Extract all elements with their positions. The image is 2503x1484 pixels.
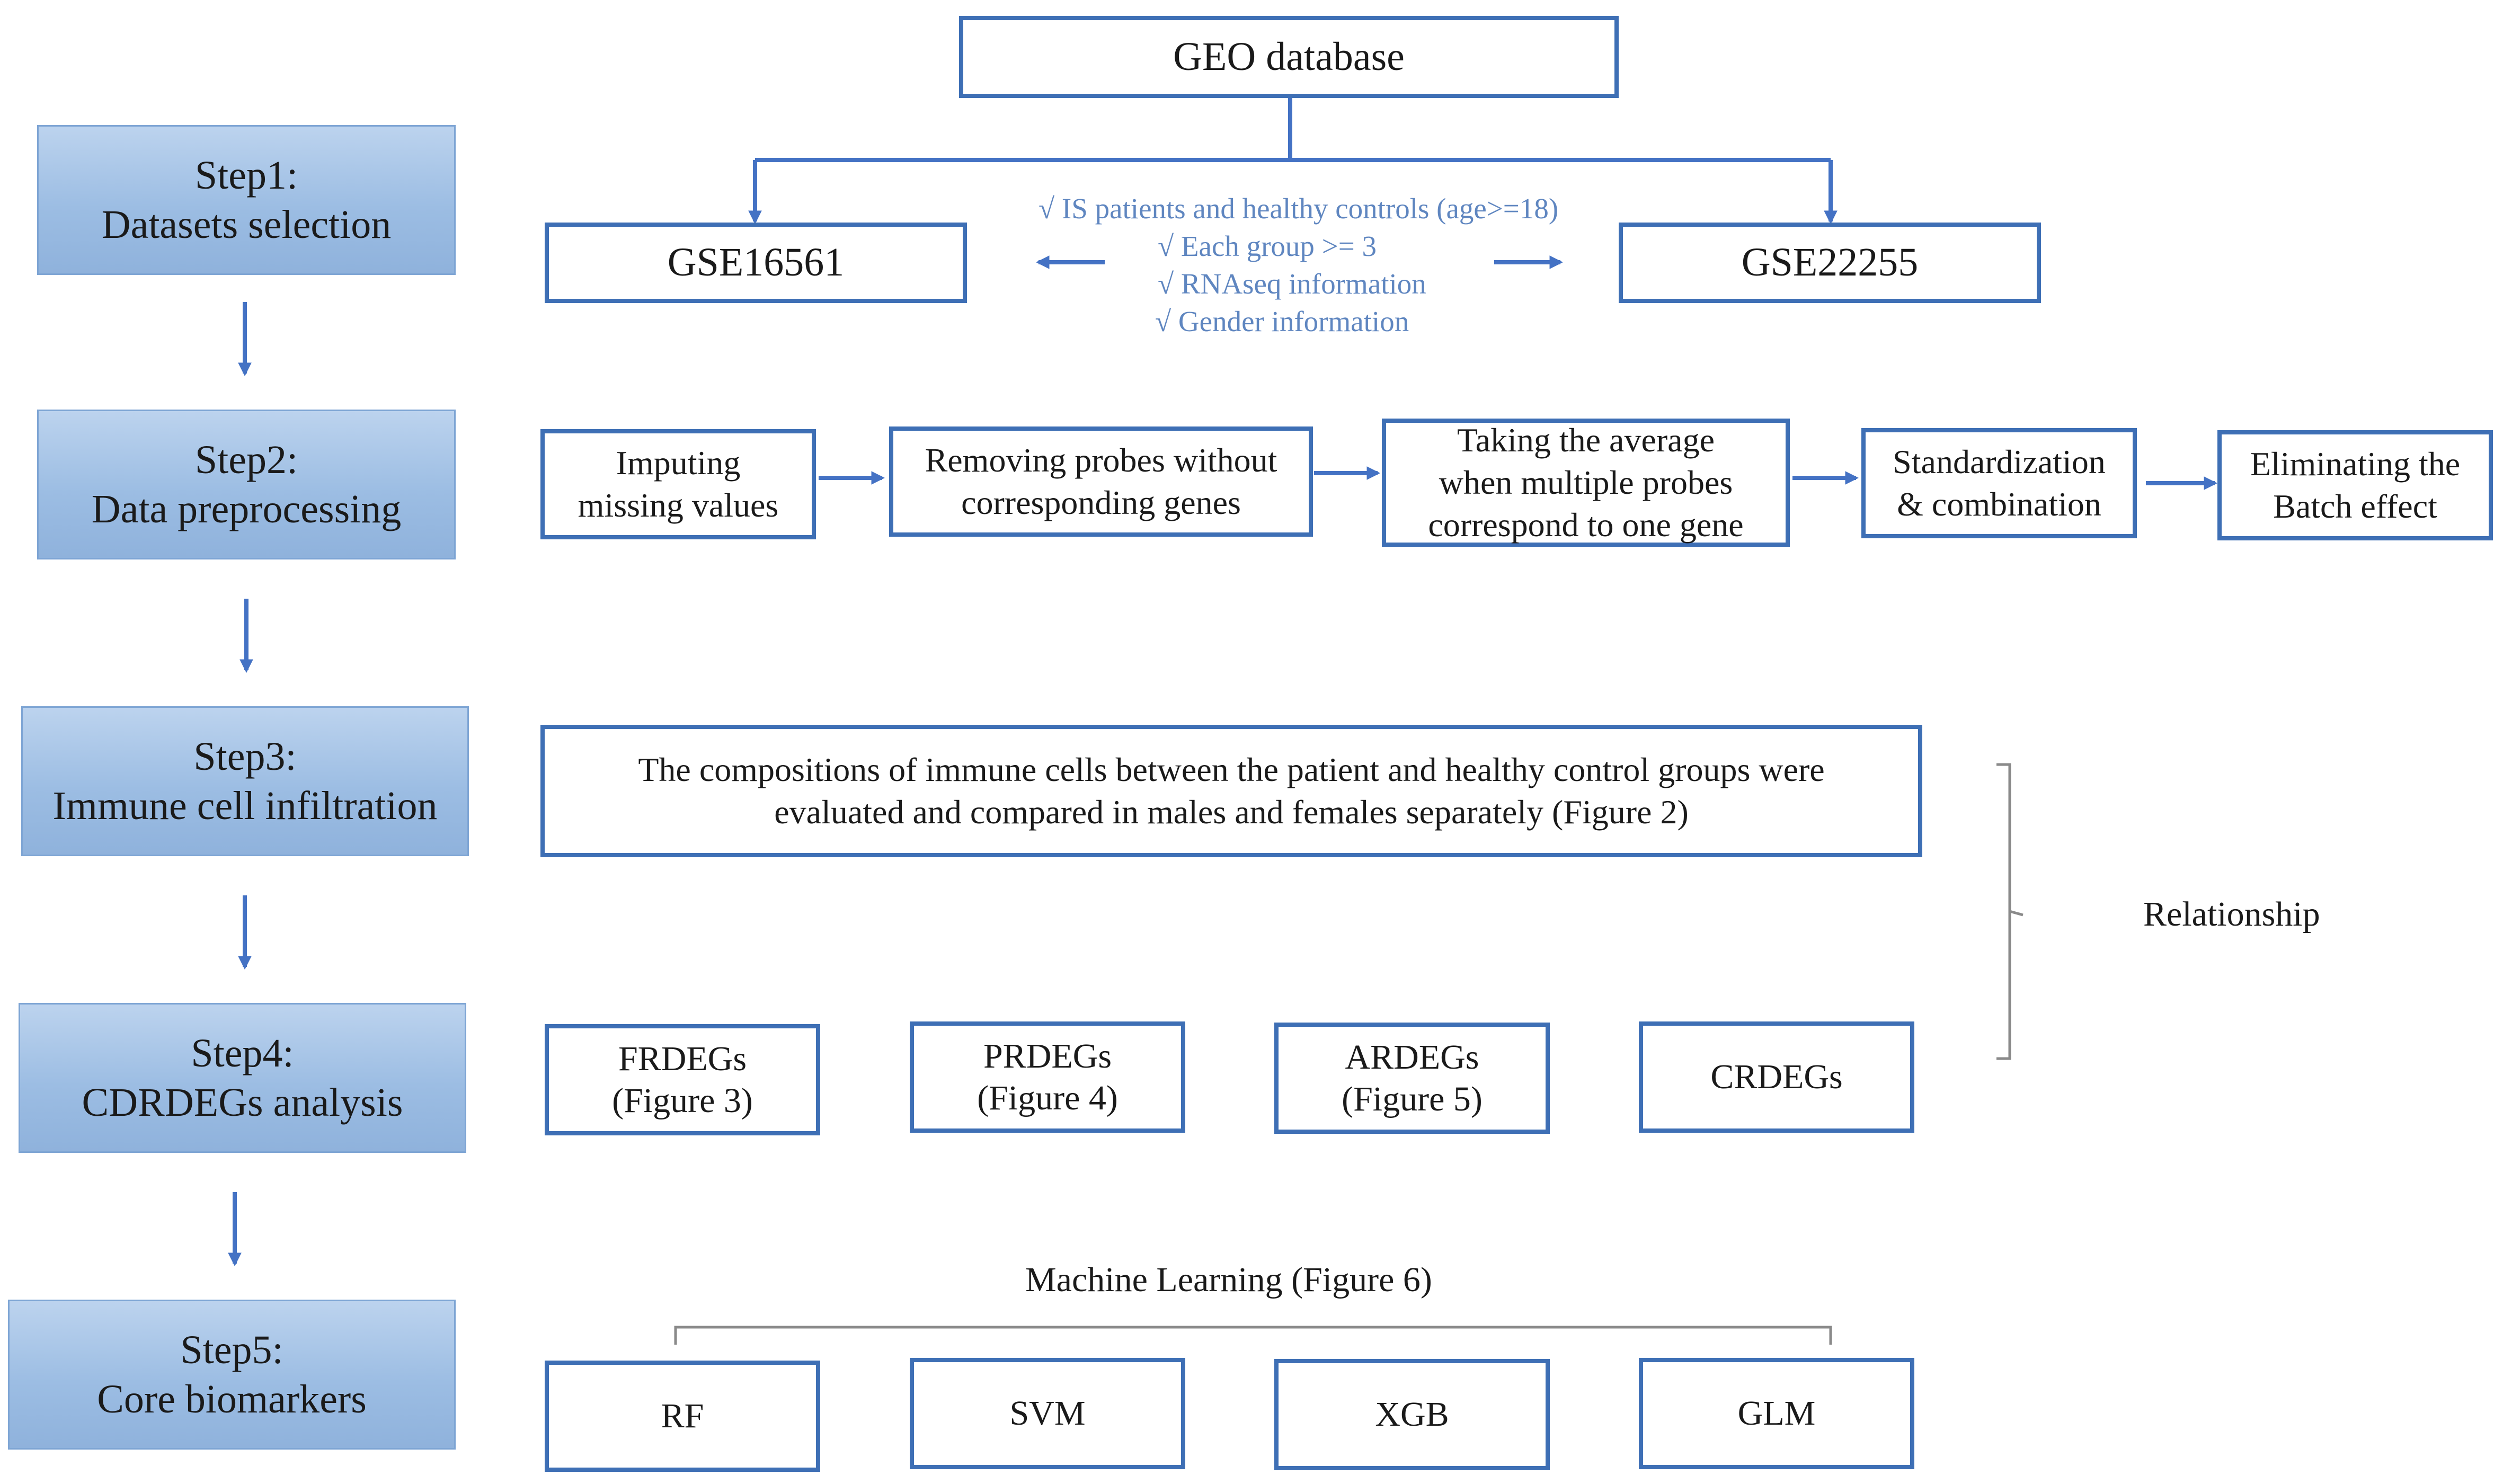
step4-name: CDRDEGs analysis [82, 1080, 403, 1125]
criterion-rnaseq: √ RNAseq information [1158, 268, 1426, 300]
prep-imputing-line2: missing values [578, 486, 779, 524]
machine-learning-label: Machine Learning (Figure 6) [1025, 1260, 1432, 1299]
step3-name: Immune cell infiltration [52, 783, 438, 828]
criterion-age: √ IS patients and healthy controls (age>… [1039, 192, 1559, 225]
relationship-label: Relationship [2143, 895, 2320, 934]
crdegs-box: CRDEGs [1639, 1021, 1914, 1133]
crdegs-name: CRDEGs [1710, 1058, 1843, 1097]
step1-title: Step1: [194, 153, 298, 198]
ml-glm-label: GLM [1737, 1394, 1816, 1433]
prep-standardization-line2: & combination [1897, 485, 2101, 523]
ml-bracket [674, 1326, 1832, 1345]
prep-imputing-box: Imputing missing values [540, 429, 816, 539]
geo-database-label: GEO database [1173, 34, 1405, 79]
step3-title: Step3: [193, 734, 297, 779]
prep-averaging-box: Taking the average when multiple probes … [1382, 419, 1790, 547]
step3-box: Step3: Immune cell infiltration [21, 706, 469, 856]
ml-glm-box: GLM [1639, 1358, 1914, 1469]
criterion-group-size: √ Each group >= 3 [1158, 230, 1377, 262]
step5-name: Core biomarkers [97, 1376, 367, 1421]
ardegs-box: ARDEGs (Figure 5) [1274, 1023, 1550, 1134]
step1-name: Datasets selection [101, 202, 392, 247]
step1-box: Step1: Datasets selection [37, 125, 456, 275]
prep-batch-effect-line2: Batch effect [2273, 487, 2437, 525]
prep-batch-effect-line1: Eliminating the [2250, 445, 2461, 483]
step2-box: Step2: Data preprocessing [37, 410, 456, 559]
gse22255-label: GSE22255 [1741, 240, 1919, 285]
ml-xgb-box: XGB [1274, 1359, 1550, 1470]
criterion-gender: √ Gender information [1155, 305, 1409, 337]
gse22255-box: GSE22255 [1619, 223, 2041, 303]
gse16561-label: GSE16561 [667, 240, 845, 285]
prep-standardization-line1: Standardization [1893, 443, 2106, 481]
step4-box: Step4: CDRDEGs analysis [19, 1003, 466, 1153]
prep-imputing-line1: Imputing [616, 444, 741, 482]
step4-title: Step4: [191, 1030, 294, 1076]
step5-title: Step5: [180, 1327, 283, 1372]
step2-title: Step2: [194, 437, 298, 482]
relationship-bracket [1996, 763, 2023, 1060]
ml-svm-label: SVM [1009, 1394, 1086, 1433]
prdegs-name: PRDEGs [983, 1036, 1112, 1076]
step2-name: Data preprocessing [91, 486, 402, 531]
immune-composition-line2: evaluated and compared in males and fema… [774, 793, 1689, 831]
prep-averaging-line3: correspond to one gene [1428, 506, 1744, 544]
prep-removing-line1: Removing probes without [925, 441, 1277, 479]
immune-composition-box: The compositions of immune cells between… [540, 725, 1922, 857]
prep-standardization-box: Standardization & combination [1861, 428, 2137, 538]
frdegs-figure: (Figure 3) [612, 1081, 753, 1120]
frdegs-box: FRDEGs (Figure 3) [545, 1024, 820, 1135]
gse16561-box: GSE16561 [545, 223, 967, 303]
geo-database-box: GEO database [959, 16, 1619, 98]
ardegs-name: ARDEGs [1345, 1037, 1479, 1077]
ml-xgb-label: XGB [1375, 1395, 1449, 1434]
prep-averaging-line2: when multiple probes [1439, 464, 1733, 501]
immune-composition-line1: The compositions of immune cells between… [638, 751, 1825, 788]
step5-box: Step5: Core biomarkers [8, 1300, 456, 1450]
prep-averaging-line1: Taking the average [1457, 421, 1715, 459]
prdegs-figure: (Figure 4) [977, 1079, 1118, 1117]
prep-removing-box: Removing probes without corresponding ge… [889, 426, 1313, 537]
ml-rf-box: RF [545, 1361, 820, 1472]
ml-svm-box: SVM [910, 1358, 1185, 1469]
prep-batch-effect-box: Eliminating the Batch effect [2217, 430, 2493, 540]
selection-criteria: √ IS patients and healthy controls (age>… [1039, 190, 1621, 340]
frdegs-name: FRDEGs [618, 1039, 747, 1078]
prdegs-box: PRDEGs (Figure 4) [910, 1021, 1185, 1133]
ml-rf-label: RF [661, 1397, 704, 1436]
prep-removing-line2: corresponding genes [961, 484, 1241, 521]
ardegs-figure: (Figure 5) [1342, 1080, 1483, 1118]
